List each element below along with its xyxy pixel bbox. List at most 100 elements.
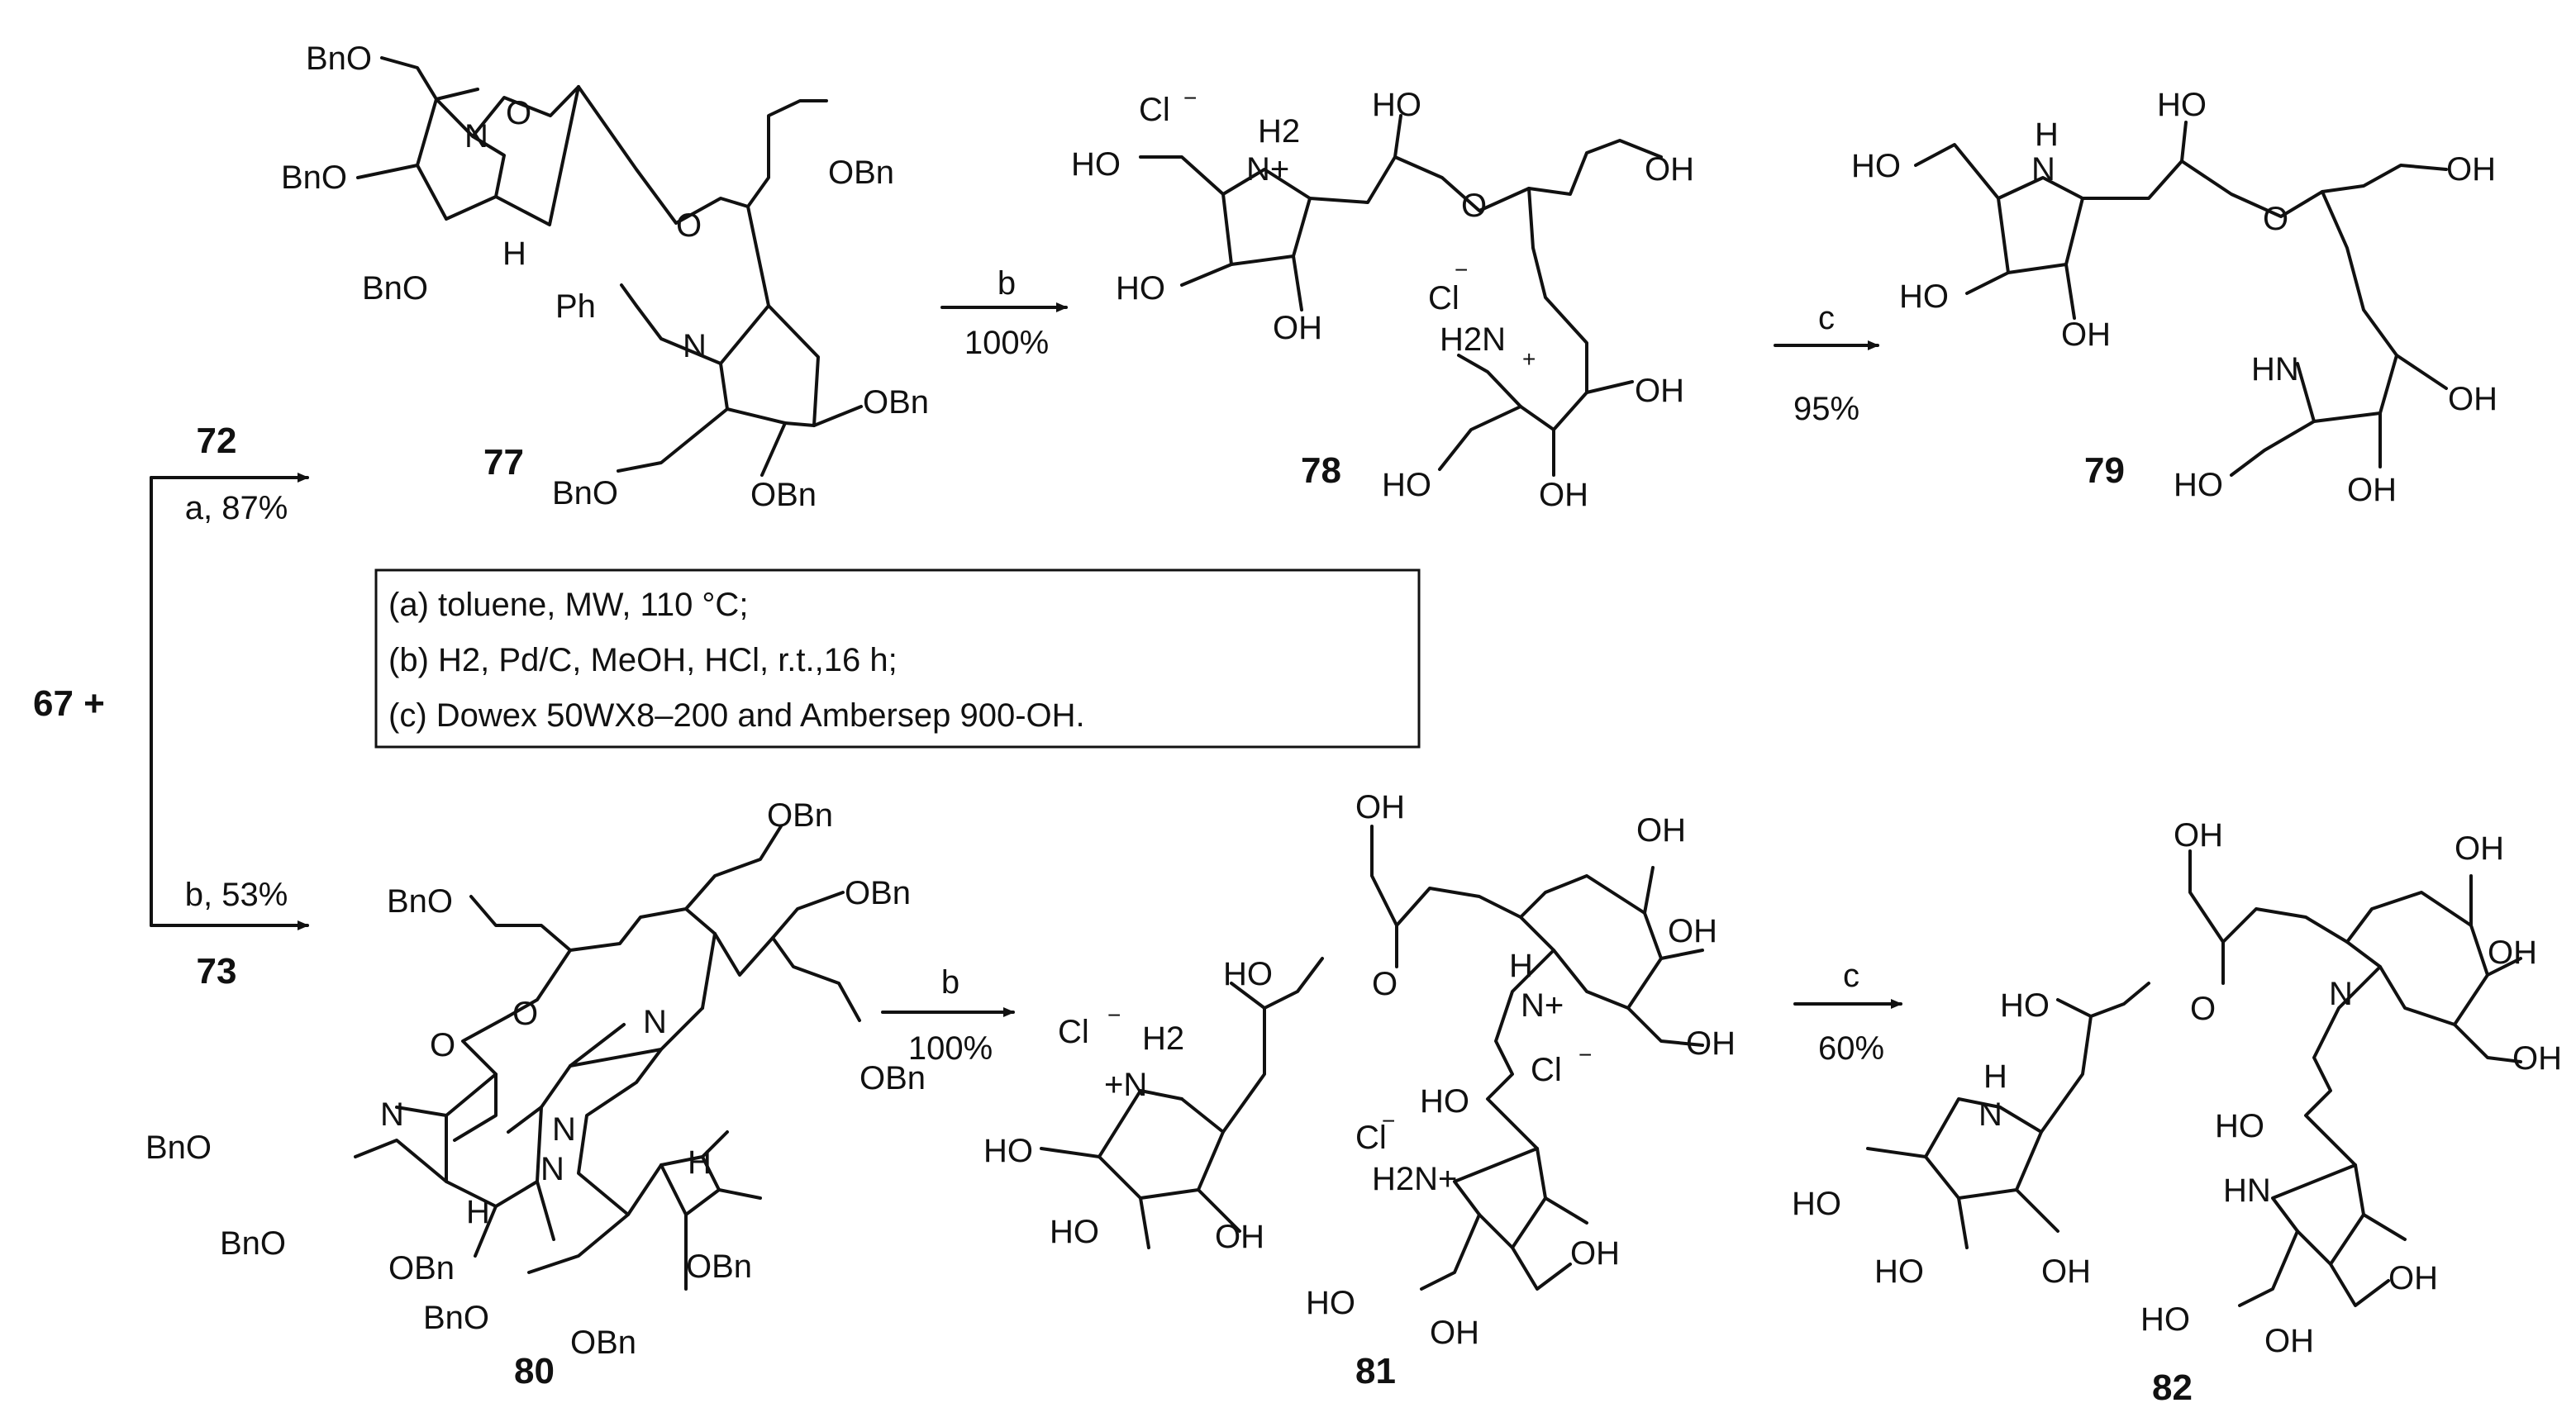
atom-label: HO xyxy=(2157,87,2207,123)
atom-label: BnO xyxy=(387,883,453,920)
bond-path xyxy=(1180,263,1233,287)
atom-label: OH xyxy=(2347,472,2397,508)
atom-label: H xyxy=(502,235,526,272)
bond-path xyxy=(577,85,828,225)
atom-label: N xyxy=(552,1111,576,1148)
bond-path xyxy=(474,1205,498,1258)
atom-label: HO xyxy=(2000,987,2050,1024)
bond-path xyxy=(1040,1147,1101,1158)
atom-label: BnO xyxy=(362,270,428,307)
compound-78: Cl − H2 N+ HO HO O OH HO OH Cl − H2N + O… xyxy=(1071,85,1694,513)
compound-label-81: 81 xyxy=(1355,1351,1396,1391)
bond-path xyxy=(395,1072,498,1117)
atom-label: OH xyxy=(1686,1025,1736,1062)
atom-label: N xyxy=(2329,976,2353,1012)
atom-label: HO xyxy=(1792,1186,1841,1222)
bond-path xyxy=(356,97,438,179)
atom-label: OBn xyxy=(686,1248,752,1285)
bond-path xyxy=(1139,155,1312,266)
atom-label: OBn xyxy=(388,1250,455,1286)
bond-path xyxy=(1998,982,2150,1134)
bond-path xyxy=(494,85,580,226)
bond-path xyxy=(1519,187,1588,431)
bond-path xyxy=(1659,949,1704,960)
atom-label: Ph xyxy=(555,288,596,325)
bond-path xyxy=(1486,949,1555,1150)
atom-label: HO xyxy=(1050,1214,1099,1250)
step-yield-95: 95% xyxy=(1793,391,1859,427)
bond-path xyxy=(2015,1188,2059,1233)
bond-path xyxy=(445,1106,543,1208)
bond-path xyxy=(354,1139,448,1183)
bond-path xyxy=(771,936,861,1022)
step-reagent-b-bottom: b xyxy=(941,964,959,1001)
atom-label: H xyxy=(688,1144,712,1181)
reagent-label-73: 73 xyxy=(197,951,237,992)
bond-path xyxy=(569,1006,704,1068)
atom-label: H xyxy=(1509,948,1533,984)
atom-label: OH xyxy=(1273,310,1322,346)
atom-label: HO xyxy=(1306,1285,1355,1321)
atom-label: N xyxy=(643,1004,667,1040)
atom-label: N+ xyxy=(1246,151,1289,188)
compound-label-78: 78 xyxy=(1301,450,1341,491)
compound-label-80: 80 xyxy=(514,1351,555,1391)
atom-label: Cl xyxy=(1428,280,1459,316)
bond-path xyxy=(2395,354,2448,390)
yield-label-top: a, 87% xyxy=(185,490,288,526)
reagent-label-72: 72 xyxy=(197,421,237,461)
atom-label: HO xyxy=(1382,467,1431,503)
atom-label: OH xyxy=(1635,373,1684,409)
bond-path xyxy=(1457,354,1522,408)
atom-label: OBn xyxy=(828,155,894,191)
atom-label: HN xyxy=(2223,1172,2271,1209)
atom-label: HO xyxy=(2174,467,2223,503)
atom-label: H2 xyxy=(1258,113,1300,150)
bond-path xyxy=(717,1188,762,1200)
atom-label: O xyxy=(506,95,531,131)
atom-label: N xyxy=(540,1151,564,1187)
bond-path xyxy=(2081,121,2188,200)
compound-80-bonds xyxy=(354,825,861,1291)
bond-path xyxy=(1511,1246,1572,1291)
bond-path xyxy=(1957,1196,1969,1249)
branch-arrows xyxy=(150,473,309,930)
atom-label: N xyxy=(464,118,488,155)
bond-path xyxy=(380,56,479,101)
step-reagent-c-top: c xyxy=(1818,300,1835,336)
step-yield-100-bottom: 100% xyxy=(908,1030,993,1067)
bond-path xyxy=(507,1023,626,1134)
bond-path xyxy=(2064,263,2076,320)
atom-label: HO xyxy=(1116,270,1165,307)
compound-label-82: 82 xyxy=(2152,1367,2193,1408)
bond-path xyxy=(2056,998,2093,1018)
atom-label: − xyxy=(1382,1108,1395,1134)
bond-path xyxy=(1965,271,2010,295)
atom-label: BnO xyxy=(145,1130,212,1166)
atom-label: Cl xyxy=(1355,1120,1387,1156)
atom-label: N+ xyxy=(1521,987,1564,1024)
atom-label: HO xyxy=(983,1133,1033,1169)
atom-label: HO xyxy=(1851,148,1901,184)
atom-label: OH xyxy=(1636,812,1686,849)
condition-b: (b) H2, Pd/C, MeOH, HCl, r.t.,16 h; xyxy=(388,642,898,678)
atom-label: − xyxy=(1455,257,1468,283)
step-reagent-c-bottom: c xyxy=(1843,958,1859,994)
atom-label: OH xyxy=(2388,1260,2438,1296)
bond-path xyxy=(1585,380,1634,394)
atom-label: BnO xyxy=(423,1300,489,1336)
compound-label-67: 67 + xyxy=(33,683,105,724)
atom-label: Cl xyxy=(1058,1014,1089,1050)
atom-label: BnO xyxy=(220,1225,286,1262)
atom-label: H2N xyxy=(1440,321,1506,358)
bond-path xyxy=(469,895,572,1018)
step-yield-60: 60% xyxy=(1818,1030,1884,1067)
compound-label-77: 77 xyxy=(483,442,524,483)
atom-label: OH xyxy=(2455,830,2504,867)
bond-path xyxy=(1292,254,1303,312)
yield-label-bottom: b, 53% xyxy=(185,877,288,913)
bond-path xyxy=(1438,405,1522,471)
atom-label: OBn xyxy=(750,477,817,513)
bond-path xyxy=(760,421,787,477)
